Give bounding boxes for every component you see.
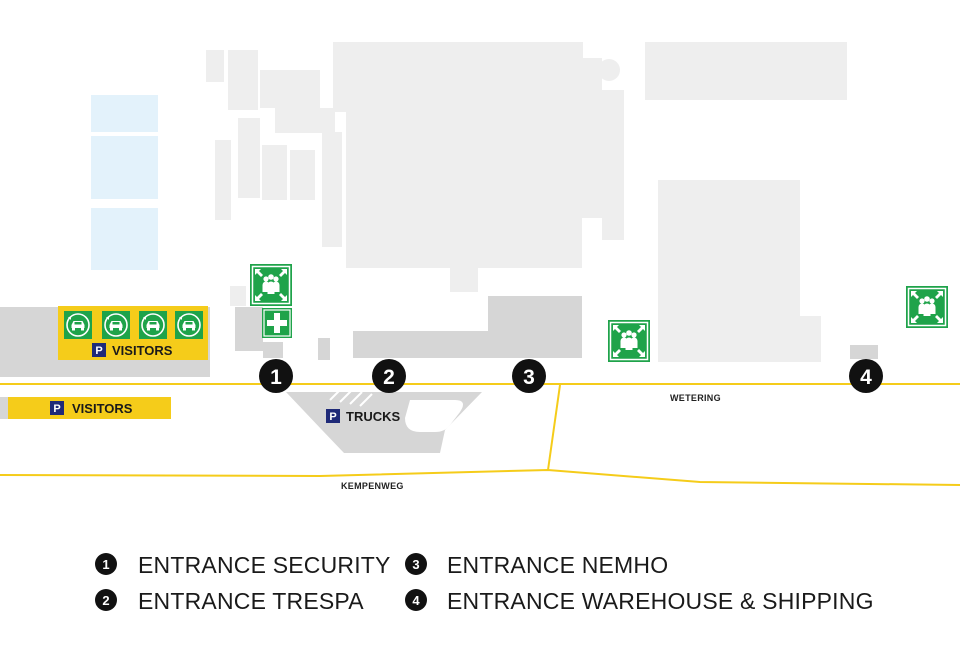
legend: 1 ENTRANCE SECURITY 2 ENTRANCE TRESPA 3 … — [95, 552, 874, 614]
road-label-kempenweg: KEMPENWEG — [341, 481, 404, 491]
trucks-label: TRUCKS — [346, 409, 400, 424]
svg-text:ENTRANCE NEMHO: ENTRANCE NEMHO — [447, 552, 668, 578]
p-sign-icon — [326, 409, 340, 423]
svg-text:ENTRANCE TRESPA: ENTRANCE TRESPA — [138, 588, 364, 614]
svg-text:4: 4 — [860, 366, 872, 389]
p-symbol: P — [329, 411, 336, 423]
svg-text:4: 4 — [412, 593, 420, 608]
visitors-parking-main: P VISITORS — [58, 306, 208, 360]
entrance-badge-2: 2 — [372, 359, 406, 393]
svg-text:1: 1 — [102, 557, 109, 572]
visitors-parking-secondary: P VISITORS — [8, 397, 171, 419]
p-sign-icon — [50, 401, 64, 415]
water-areas — [91, 95, 158, 270]
legend-item-1: 1 ENTRANCE SECURITY — [95, 552, 391, 578]
svg-text:3: 3 — [523, 366, 535, 389]
p-symbol: P — [95, 345, 102, 357]
ev-charging-icon — [63, 310, 93, 340]
legend-item-3: 3 ENTRANCE NEMHO — [405, 552, 668, 578]
visitors-label: VISITORS — [72, 401, 133, 416]
road-label-wetering: WETERING — [670, 393, 721, 403]
first-aid-icon — [262, 308, 292, 338]
entrance-badge-1: 1 — [259, 359, 293, 393]
svg-text:2: 2 — [383, 366, 395, 389]
p-sign-icon — [92, 343, 106, 357]
p-symbol: P — [53, 403, 60, 415]
truck-parking: P TRUCKS — [286, 387, 482, 453]
assembly-point-icon — [607, 319, 651, 363]
ev-charging-icon — [138, 310, 168, 340]
roads — [0, 383, 960, 486]
svg-text:ENTRANCE WAREHOUSE & SHIPPING: ENTRANCE WAREHOUSE & SHIPPING — [447, 588, 874, 614]
entrance-badge-4: 4 — [849, 359, 883, 393]
ev-charging-icon — [101, 310, 131, 340]
assembly-point-icon — [905, 285, 949, 329]
svg-text:3: 3 — [412, 557, 419, 572]
visitors-label: VISITORS — [112, 343, 173, 358]
svg-text:ENTRANCE SECURITY: ENTRANCE SECURITY — [138, 552, 391, 578]
ev-charging-icon — [174, 310, 204, 340]
buildings — [206, 42, 847, 362]
svg-text:2: 2 — [102, 593, 109, 608]
legend-item-4: 4 ENTRANCE WAREHOUSE & SHIPPING — [405, 588, 874, 614]
svg-text:1: 1 — [270, 366, 282, 389]
assembly-point-icon — [249, 263, 293, 307]
legend-item-2: 2 ENTRANCE TRESPA — [95, 588, 364, 614]
entrance-badge-3: 3 — [512, 359, 546, 393]
